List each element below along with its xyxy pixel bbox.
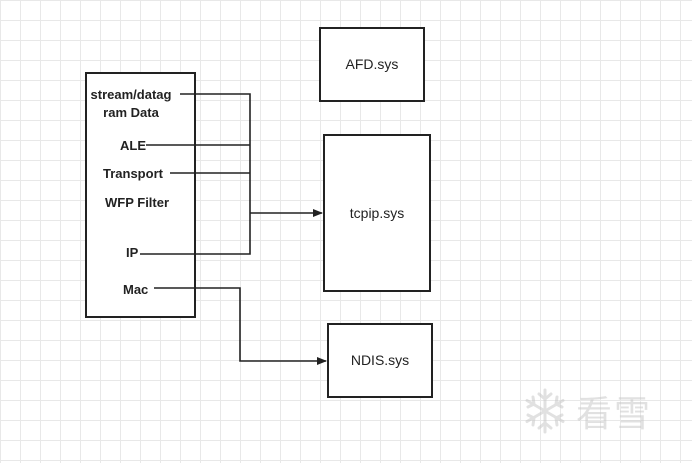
mac-label: Mac xyxy=(123,282,149,297)
ndis-sys-label: NDIS.sys xyxy=(350,352,410,368)
watermark-text: 看雪 xyxy=(576,394,653,435)
snowflake-icon xyxy=(525,388,565,434)
afd-sys-box xyxy=(319,27,425,102)
stream-datagram-label: stream/datag ram Data xyxy=(90,87,172,120)
ip-label: IP xyxy=(126,245,139,260)
watermark: 看雪 xyxy=(520,383,675,439)
transport-label: Transport xyxy=(103,166,163,181)
tcpip-sys-label: tcpip.sys xyxy=(349,205,405,221)
wfp-layer-box xyxy=(85,72,196,318)
ndis-sys-box xyxy=(327,323,433,398)
tcpip-sys-box xyxy=(323,134,431,292)
afd-sys-label: AFD.sys xyxy=(345,56,399,72)
wfp-filter-label: WFP Filter xyxy=(105,195,170,210)
ale-label: ALE xyxy=(120,138,146,153)
